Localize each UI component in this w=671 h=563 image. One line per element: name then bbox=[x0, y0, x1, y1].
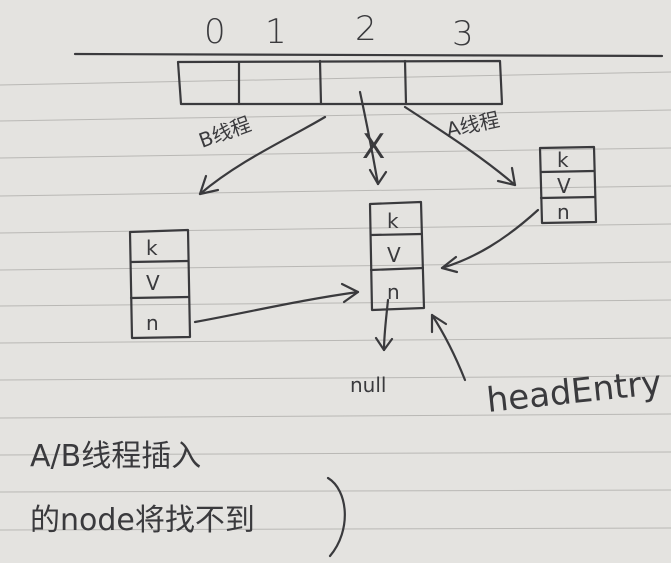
note-bracket bbox=[326, 476, 346, 558]
index-2: 2 bbox=[355, 9, 377, 49]
node-right-n: n bbox=[557, 200, 570, 224]
node-center-k: k bbox=[387, 209, 399, 233]
bucket-array bbox=[176, 59, 504, 106]
node-right-k: k bbox=[557, 148, 569, 172]
arrow-b-thread bbox=[198, 115, 327, 196]
arrow-right-to-center bbox=[440, 208, 540, 274]
index-1: 1 bbox=[265, 12, 287, 52]
bucket-divider-3 bbox=[403, 59, 408, 106]
node-left-n: n bbox=[146, 311, 159, 335]
node-left-v: V bbox=[146, 271, 160, 295]
node-right: k V n bbox=[538, 145, 598, 225]
label-blocked: X bbox=[362, 127, 385, 167]
note-line-1: A/B线程插入 bbox=[30, 439, 201, 474]
notebook-lines bbox=[0, 71, 671, 531]
bucket-array-outline bbox=[176, 59, 504, 106]
arrow-head-entry bbox=[430, 313, 467, 382]
arrow-blocked bbox=[358, 90, 388, 186]
arrow-left-to-center bbox=[193, 282, 360, 324]
node-left: k V n bbox=[128, 228, 192, 340]
label-head-entry: headEntry bbox=[485, 363, 664, 421]
array-indices: 0 1 2 3 bbox=[204, 9, 474, 54]
node-right-v: V bbox=[557, 174, 571, 198]
arrow-a-thread bbox=[403, 105, 517, 187]
label-null: null bbox=[350, 373, 386, 397]
array-top-line bbox=[73, 52, 664, 58]
arrow-to-null bbox=[374, 298, 394, 352]
node-center-v: V bbox=[387, 243, 401, 267]
node-center-n: n bbox=[387, 280, 400, 304]
label-a-thread: A线程 bbox=[444, 107, 502, 142]
node-center: k V n bbox=[368, 200, 426, 312]
index-0: 0 bbox=[204, 12, 226, 52]
node-left-k: k bbox=[146, 236, 158, 260]
index-3: 3 bbox=[452, 14, 474, 54]
bucket-divider-2 bbox=[318, 59, 323, 106]
note-line-2: 的node将找不到 bbox=[30, 503, 255, 538]
